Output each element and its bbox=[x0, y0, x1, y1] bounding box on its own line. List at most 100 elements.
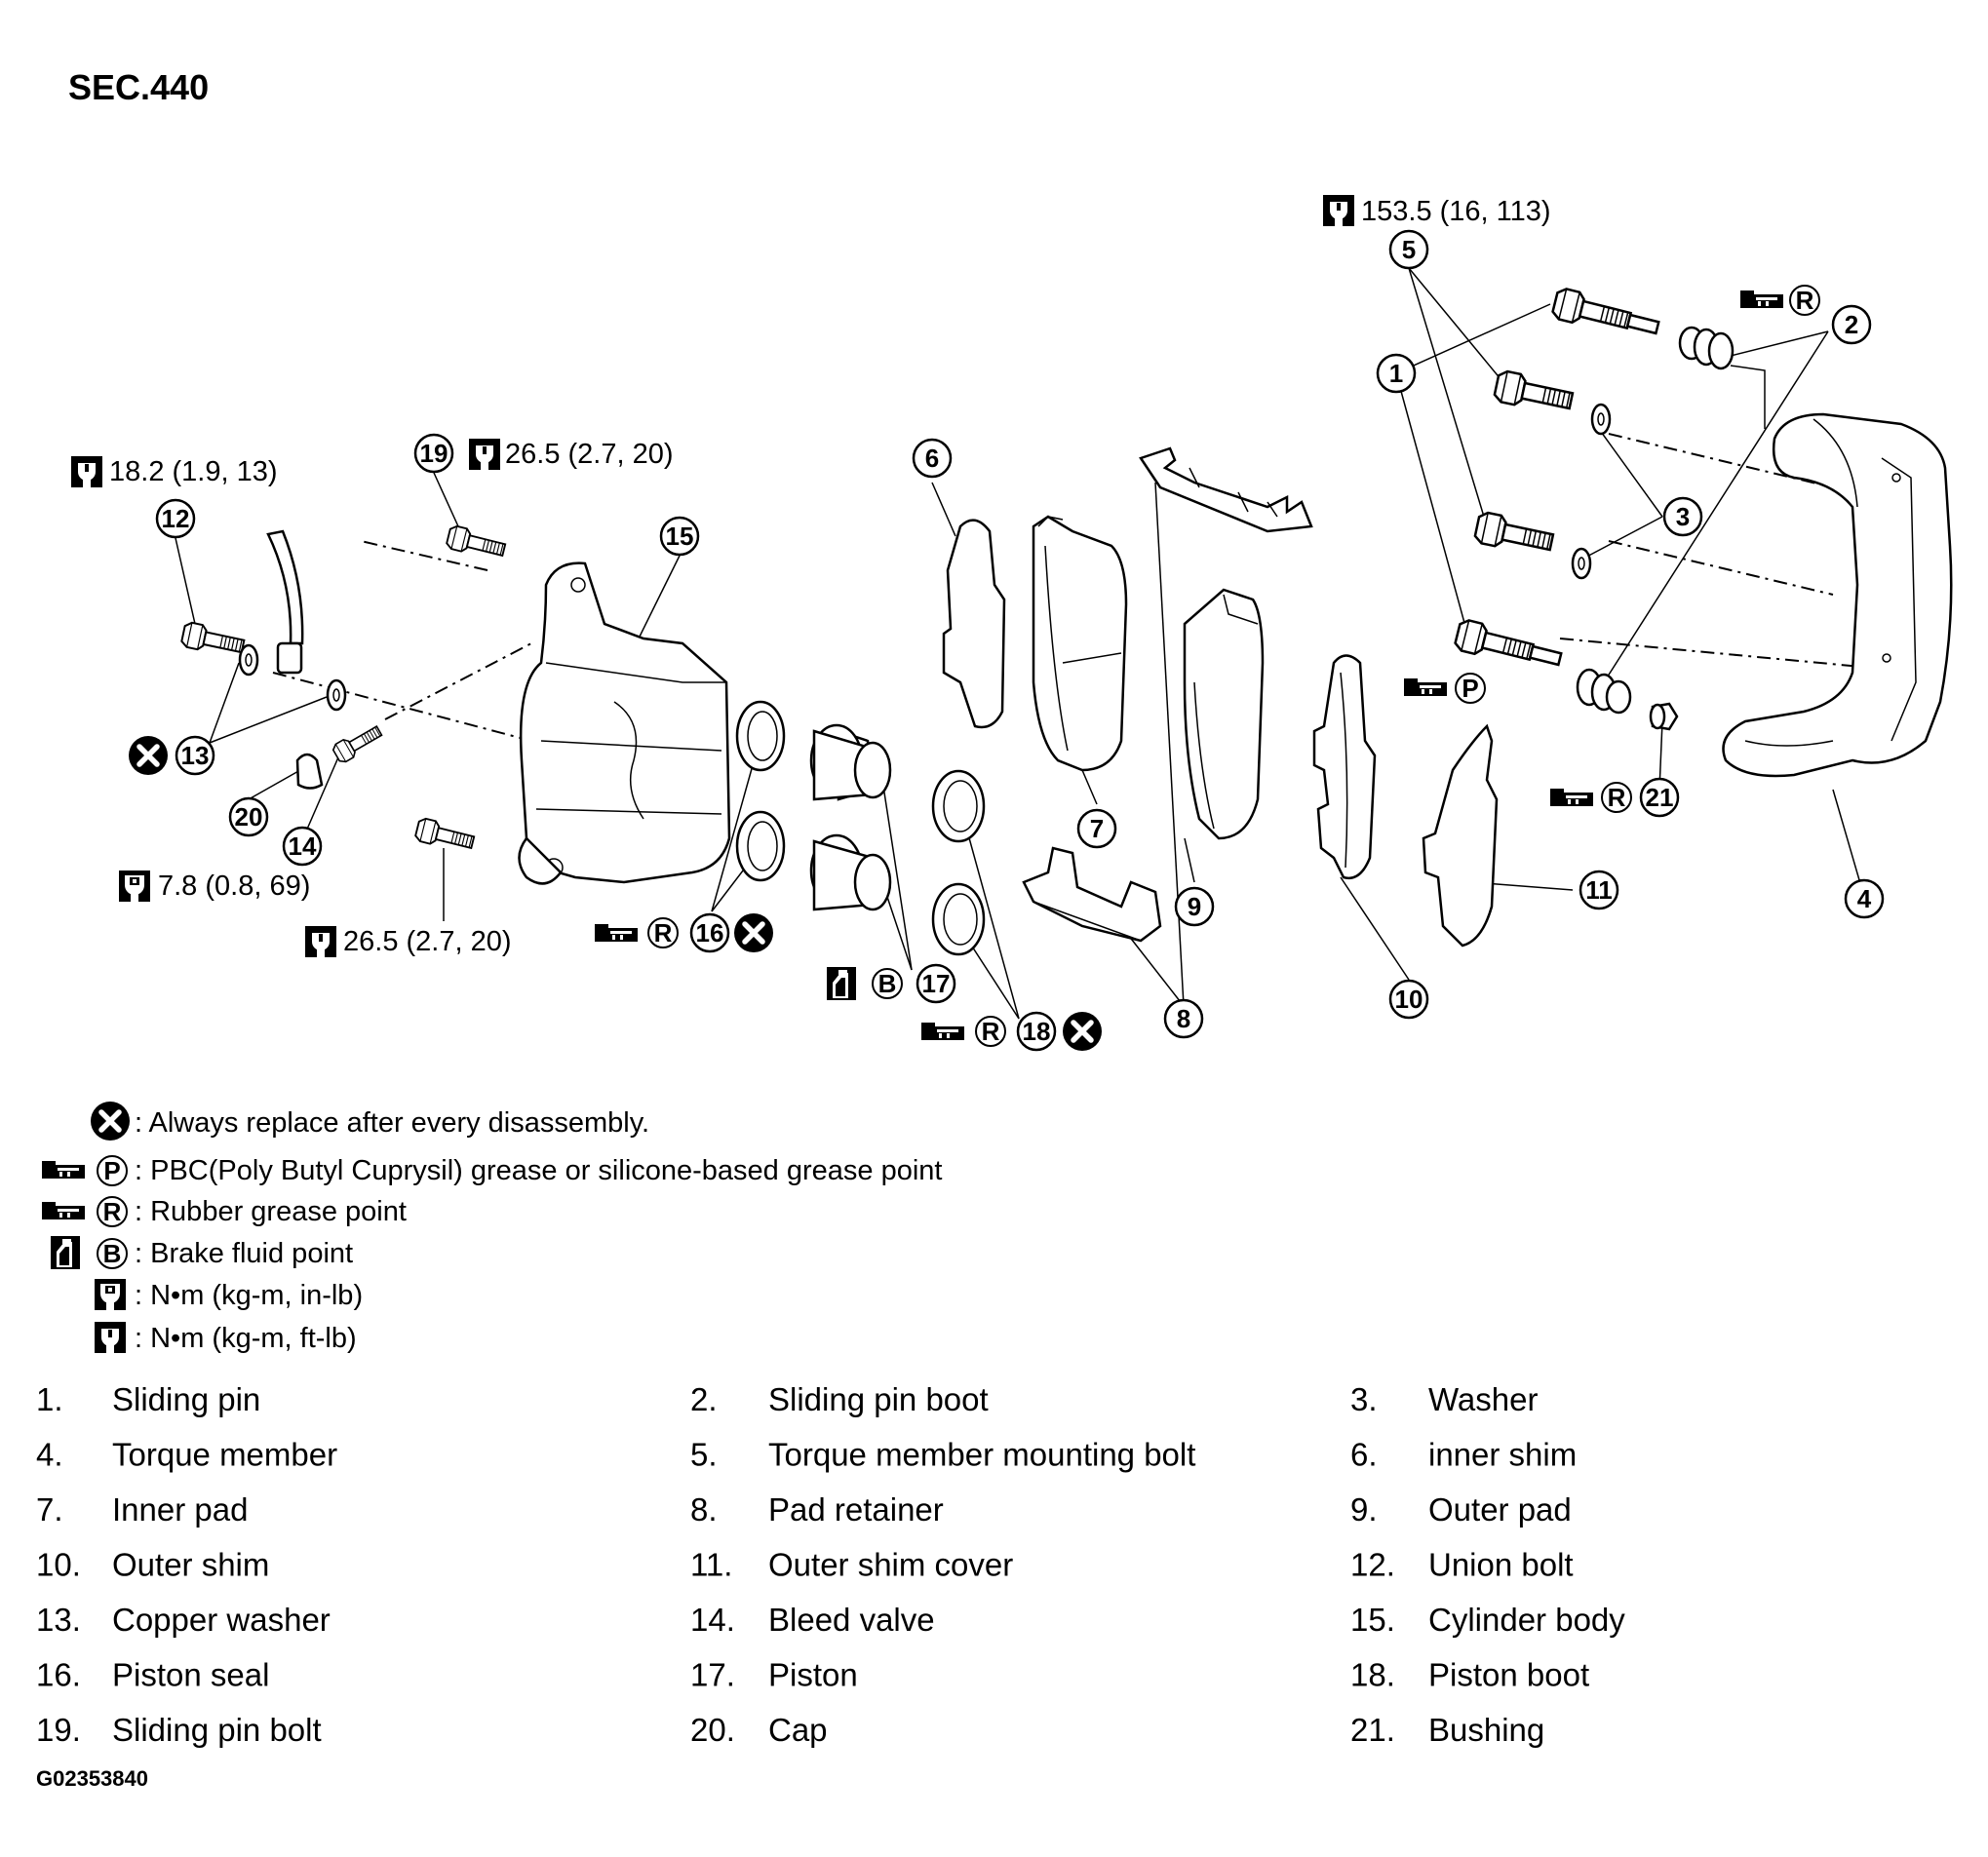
replace-x-icon bbox=[734, 913, 773, 952]
legend-replace-text: : Always replace after every disassembly… bbox=[135, 1107, 649, 1139]
torque-spec-19: 26.5 (2.7, 20) bbox=[505, 439, 674, 470]
grease-marker-2: R bbox=[1740, 285, 1820, 316]
callout-13: 13 bbox=[175, 735, 215, 776]
grease-marker-10: P bbox=[1404, 673, 1486, 704]
part-number: 15. bbox=[1350, 1602, 1395, 1638]
callout-number: 3 bbox=[1676, 502, 1690, 531]
parts-list-item: 16.Piston seal bbox=[36, 1657, 269, 1693]
cap-part bbox=[295, 753, 324, 790]
sliding-pin-bolt-part-lower bbox=[413, 816, 477, 855]
part-number: 2. bbox=[690, 1381, 718, 1417]
legend-rubber-grease-text: : Rubber grease point bbox=[135, 1196, 407, 1227]
bleed-valve-part bbox=[330, 720, 385, 765]
part-number: 18. bbox=[1350, 1657, 1395, 1693]
torque-member-part bbox=[1722, 412, 1953, 778]
svg-text:B: B bbox=[103, 1239, 122, 1268]
legend-pbc-text: : PBC(Poly Butyl Cuprysil) grease or sil… bbox=[135, 1155, 942, 1186]
torque-in-lb-icon bbox=[95, 1279, 126, 1310]
inner-pad-part bbox=[1032, 515, 1128, 772]
svg-text:P: P bbox=[1462, 674, 1478, 703]
part-name: Union bolt bbox=[1428, 1547, 1574, 1583]
callout-number: 8 bbox=[1177, 1004, 1190, 1033]
parts-list-item: 11. Outer shim cover bbox=[690, 1547, 1013, 1583]
part-name: Copper washer bbox=[112, 1602, 331, 1638]
parts-list-item: 7.Inner pad bbox=[36, 1491, 248, 1528]
torque-spec-14: 7.8 (0.8, 69) bbox=[158, 870, 310, 902]
part-number: 12. bbox=[1350, 1547, 1395, 1583]
outer-shim-cover-part bbox=[1422, 723, 1499, 948]
parts-list-item: 1.Sliding pin bbox=[36, 1381, 260, 1417]
grease-marker-21: R bbox=[1550, 782, 1632, 813]
svg-text:P: P bbox=[103, 1156, 120, 1185]
torque-icon bbox=[1323, 195, 1354, 226]
callout-number: 11 bbox=[1585, 875, 1613, 905]
callout-number: 14 bbox=[289, 832, 317, 861]
part-number: 6. bbox=[1350, 1437, 1378, 1473]
part-number: 5. bbox=[690, 1437, 718, 1473]
sliding-pin-boot-part-lower bbox=[1576, 668, 1632, 715]
part-name: Bushing bbox=[1428, 1712, 1544, 1748]
part-number: 20. bbox=[690, 1712, 735, 1748]
piston-seal-parts bbox=[735, 700, 786, 882]
replace-x-icon bbox=[129, 736, 168, 775]
callout-number: 20 bbox=[235, 802, 263, 832]
legend-ft-lb-text: : N•m (kg-m, ft-lb) bbox=[135, 1323, 357, 1354]
torque-spec-12: 18.2 (1.9, 13) bbox=[109, 456, 278, 487]
replace-x-icon bbox=[1063, 1012, 1102, 1051]
parts-list-item: 19.Sliding pin bolt bbox=[36, 1712, 322, 1748]
svg-text:R: R bbox=[103, 1197, 122, 1226]
parts-list-item: 14.Bleed valve bbox=[690, 1602, 935, 1638]
parts-list-item: 21.Bushing bbox=[1350, 1712, 1544, 1748]
part-name: Piston bbox=[768, 1657, 858, 1693]
callout-17: 17 bbox=[916, 963, 956, 1004]
part-name: Cylinder body bbox=[1428, 1602, 1625, 1638]
piston-parts bbox=[809, 723, 892, 911]
callout-number: 17 bbox=[922, 969, 951, 998]
leader-lines bbox=[175, 267, 1865, 1020]
svg-text:R: R bbox=[654, 918, 673, 948]
brake-fluid-icon bbox=[51, 1236, 80, 1269]
part-number: 11. bbox=[690, 1547, 732, 1583]
parts-list-item: 8.Pad retainer bbox=[690, 1491, 944, 1528]
callout-number: 5 bbox=[1402, 235, 1416, 264]
callout-6: 6 bbox=[912, 438, 953, 479]
section-title: SEC.440 bbox=[68, 67, 209, 107]
parts-list-item: 12. Union bolt bbox=[1350, 1547, 1574, 1583]
callout-21: 21 bbox=[1639, 777, 1680, 818]
parts-list-item: 2. Sliding pin boot bbox=[690, 1381, 989, 1417]
callout-number: 2 bbox=[1845, 310, 1858, 339]
callout-number: 21 bbox=[1646, 783, 1674, 812]
part-name: Piston seal bbox=[112, 1657, 269, 1693]
grease-gun-icon bbox=[595, 924, 638, 942]
part-name: Outer pad bbox=[1428, 1491, 1572, 1528]
torque-icon bbox=[71, 456, 102, 487]
callout-number: 16 bbox=[696, 918, 724, 948]
part-name: Sliding pin bbox=[112, 1381, 260, 1417]
outer-pad-part bbox=[1183, 588, 1265, 840]
part-number: 3. bbox=[1350, 1381, 1378, 1417]
callout-4: 4 bbox=[1844, 878, 1885, 919]
callout-number: 1 bbox=[1389, 359, 1403, 388]
outer-shim-part bbox=[1312, 654, 1377, 880]
grease-gun-icon bbox=[1740, 290, 1783, 308]
callout-8: 8 bbox=[1163, 998, 1204, 1039]
part-number: 8. bbox=[690, 1491, 718, 1528]
callout-number: 10 bbox=[1395, 985, 1423, 1014]
callout-11: 11 bbox=[1579, 870, 1619, 910]
callout-number: 7 bbox=[1090, 814, 1104, 843]
part-number: 4. bbox=[36, 1437, 63, 1473]
torque-icon bbox=[95, 1322, 126, 1353]
part-name: Outer shim cover bbox=[768, 1547, 1013, 1583]
part-name: Sliding pin boot bbox=[768, 1381, 989, 1417]
callout-16: 16 bbox=[689, 912, 730, 953]
washer-part-upper bbox=[1590, 403, 1612, 436]
svg-text:R: R bbox=[1796, 286, 1814, 315]
callout-19: 19 bbox=[413, 433, 454, 474]
parts-list: 1.Sliding pin 2. Sliding pin boot 3. Washer 4… bbox=[36, 1381, 1625, 1748]
part-name: Washer bbox=[1428, 1381, 1538, 1417]
mounting-bolt-part-upper bbox=[1492, 368, 1576, 418]
callout-10: 10 bbox=[1388, 979, 1429, 1020]
parts-list-item: 13.Copper washer bbox=[36, 1602, 331, 1638]
pad-retainer-parts bbox=[1022, 446, 1313, 943]
